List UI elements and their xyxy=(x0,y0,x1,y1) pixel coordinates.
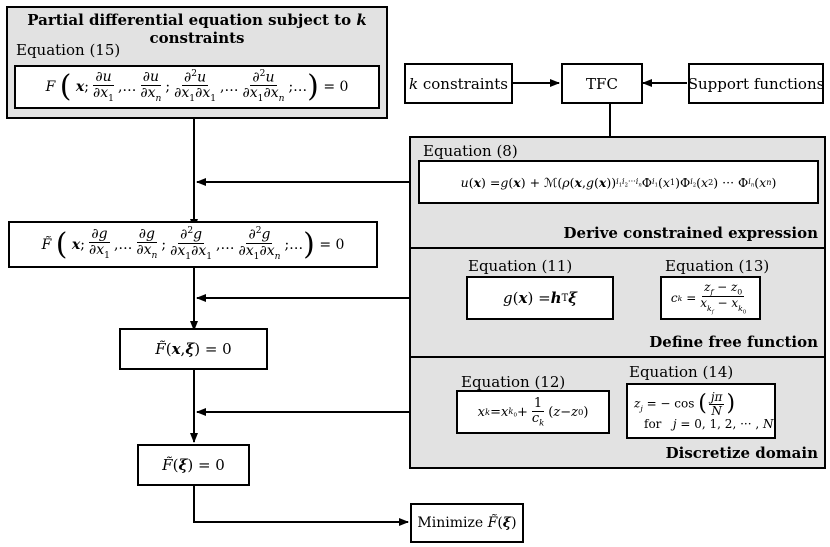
ftilde-xi-box: F̃(ξ) = 0 xyxy=(137,444,250,486)
ftilde-x-xi-box: F̃(x, ξ) = 0 xyxy=(119,328,268,370)
arrow-fxi-to-minimize xyxy=(193,484,409,526)
minimize-box: Minimize F̃(ξ) xyxy=(410,503,524,543)
tfc-box: TFC xyxy=(561,63,643,104)
pde-panel: Partial differential equation subject to… xyxy=(6,6,388,119)
eq8-caption: Equation (8) xyxy=(423,142,518,160)
pde-panel-title: Partial differential equation subject to… xyxy=(27,11,367,47)
k-constraints-box: k constraints xyxy=(404,63,513,104)
ftilde-box: F̃ ( x;∂g∂x1,…∂g∂xn;∂2g∂x1∂x1,…∂2g∂x1∂xn… xyxy=(8,221,378,268)
eq12-caption: Equation (12) xyxy=(461,373,566,391)
free-function-panel: Equation (11) Equation (13) Define free … xyxy=(409,247,826,358)
eq15-caption: Equation (15) xyxy=(16,41,121,59)
derive-panel-label: Derive constrained expression xyxy=(563,224,818,242)
eq15-box: F ( x;∂u∂x1,…∂u∂xn;∂2u∂x1∂x1,…∂2u∂x1∂xn;… xyxy=(14,65,380,109)
eq13-caption: Equation (13) xyxy=(665,257,770,275)
discretize-panel-label: Discretize domain xyxy=(665,444,818,462)
free-function-panel-label: Define free function xyxy=(649,333,818,351)
eq11-caption: Equation (11) xyxy=(468,257,573,275)
eq14-caption: Equation (14) xyxy=(629,363,734,381)
support-functions-box: Support functions xyxy=(688,63,824,104)
